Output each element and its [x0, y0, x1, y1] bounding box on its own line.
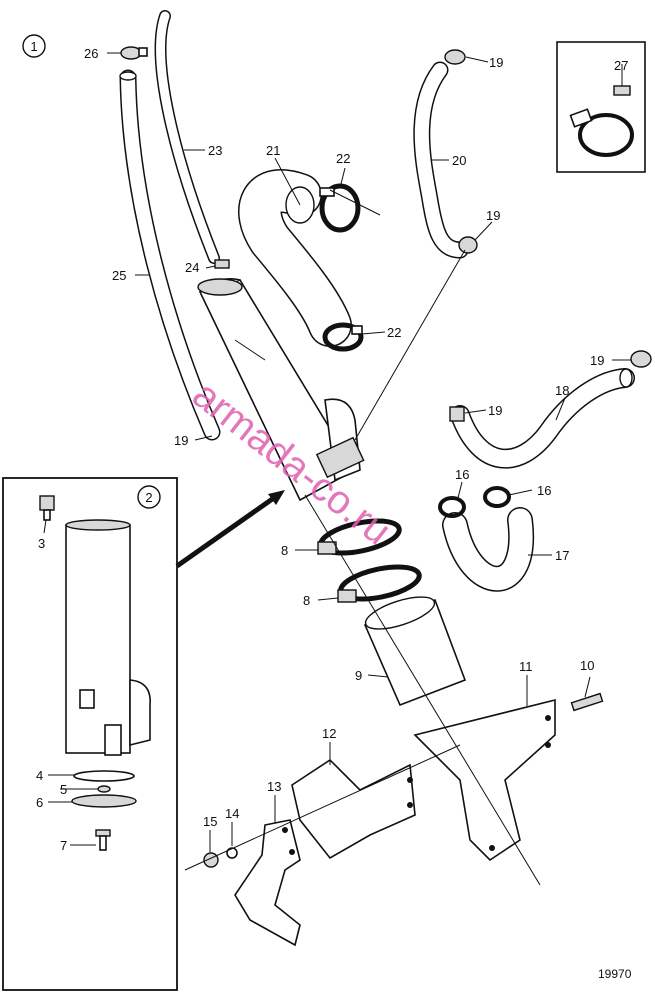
hose-clamp-16-b — [483, 486, 511, 508]
hose-25 — [119, 69, 221, 441]
bracket-11 — [413, 698, 556, 862]
label-19-mid: 19 — [486, 208, 500, 223]
label-21: 21 — [266, 143, 280, 158]
label-23: 23 — [208, 143, 222, 158]
inset-box-2: 2 — [2, 477, 178, 991]
label-26: 26 — [84, 46, 98, 61]
label-9: 9 — [355, 668, 362, 683]
band-clamp-8-a — [317, 518, 402, 556]
label-19-right: 19 — [590, 353, 604, 368]
label-8-top: 8 — [281, 543, 288, 558]
label-20: 20 — [452, 153, 466, 168]
label-13: 13 — [267, 779, 281, 794]
rubber-sleeve-9 — [363, 596, 467, 707]
label-12: 12 — [322, 726, 336, 741]
view-marker-2-label: 2 — [145, 490, 152, 505]
clip-24 — [214, 259, 230, 269]
label-8-bottom: 8 — [303, 593, 310, 608]
label-11: 11 — [519, 659, 533, 674]
figure-number: 19970 — [598, 967, 632, 981]
hose-20 — [413, 61, 469, 259]
hose-23 — [154, 10, 220, 264]
band-clamp-8-b — [337, 564, 422, 603]
inset-pointer-arrowhead — [268, 490, 285, 505]
label-3: 3 — [38, 536, 45, 551]
muffler-body — [197, 278, 365, 502]
hose-elbow-21 — [238, 169, 352, 347]
label-19-hose18: 19 — [488, 403, 502, 418]
hose-clamp-19-a — [444, 49, 466, 65]
u-hose-17 — [442, 507, 535, 592]
label-4: 4 — [36, 768, 43, 783]
view-marker-1-label: 1 — [30, 39, 37, 54]
hose-clamp-19-c — [630, 350, 652, 368]
hose-clamp-19-d — [449, 406, 465, 422]
label-6: 6 — [36, 795, 43, 810]
view-marker-1: 1 — [22, 34, 46, 58]
hose-clamp-16-a — [438, 496, 466, 518]
inset-pointer-arrow — [175, 492, 280, 569]
part-labels: 26 23 25 24 21 22 22 19 19 20 19 27 19 1… — [36, 46, 628, 853]
label-17: 17 — [555, 548, 569, 563]
leader-lines — [43, 52, 631, 886]
label-7: 7 — [60, 838, 67, 853]
label-5: 5 — [60, 782, 67, 797]
washer-14 — [226, 847, 238, 859]
hose-18 — [450, 368, 635, 469]
label-24: 24 — [185, 260, 199, 275]
label-27: 27 — [614, 58, 628, 73]
hose-clamp-22-bottom — [322, 322, 364, 352]
hose-clamp-26 — [120, 46, 148, 60]
label-22-top: 22 — [336, 151, 350, 166]
plate-12 — [291, 758, 416, 860]
hose-clamp-19-b — [458, 236, 478, 254]
label-15: 15 — [203, 814, 217, 829]
stud-10 — [570, 692, 604, 712]
label-16-right: 16 — [537, 483, 551, 498]
label-16-left: 16 — [455, 467, 469, 482]
inset-box-27 — [556, 41, 646, 173]
label-18: 18 — [555, 383, 569, 398]
label-19-top: 19 — [489, 55, 503, 70]
label-19-left: 19 — [174, 433, 188, 448]
label-22-bottom: 22 — [387, 325, 401, 340]
hose-clamp-22-top — [319, 183, 361, 233]
label-14: 14 — [225, 806, 239, 821]
label-25: 25 — [112, 268, 126, 283]
bracket-13 — [234, 819, 301, 947]
label-10: 10 — [580, 658, 594, 673]
